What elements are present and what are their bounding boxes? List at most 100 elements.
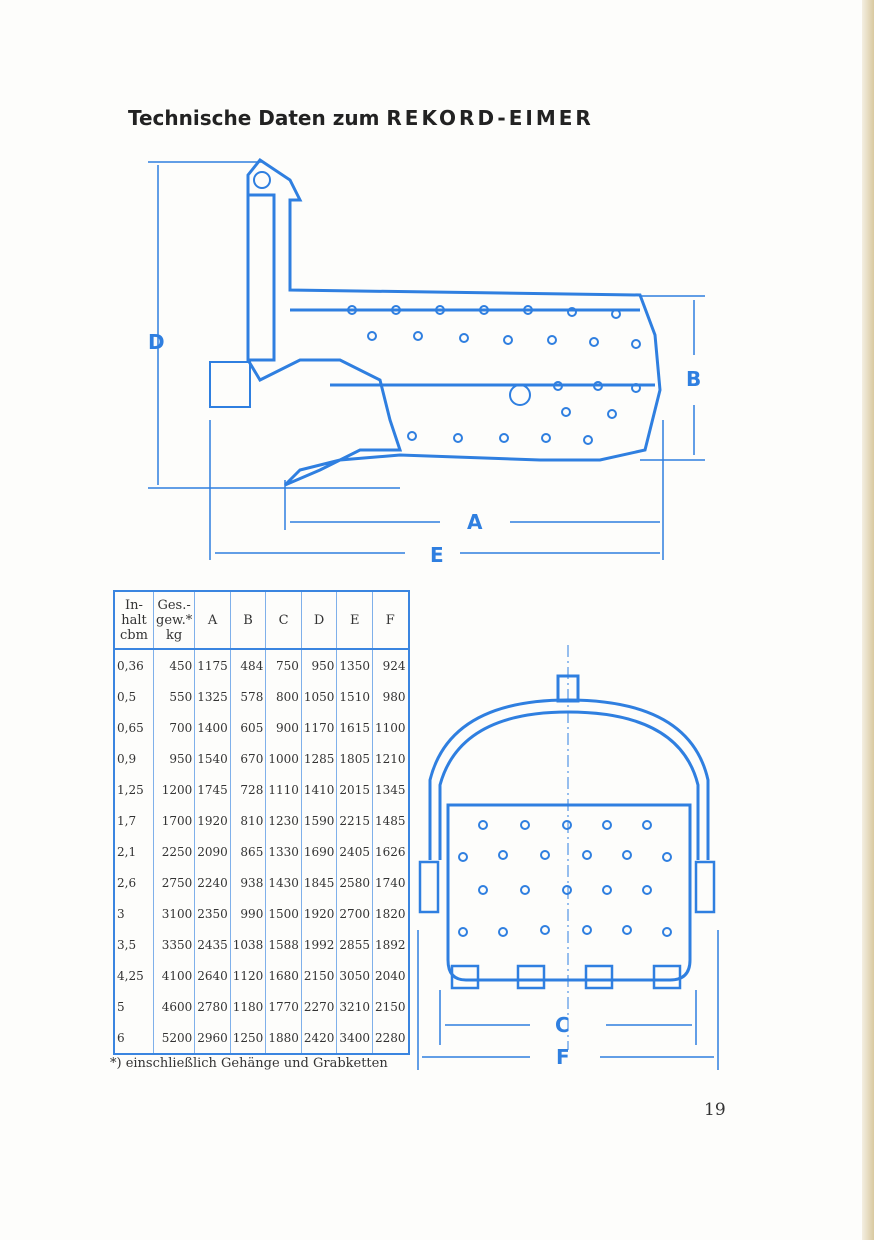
table-cell: 4,25 [113,960,154,991]
column-header: In- halt cbm [113,591,154,650]
table-cell: 1510 [336,681,373,712]
table-cell: 3,5 [113,929,154,960]
table-cell: 1325 [194,681,231,712]
table-cell: 2640 [194,960,231,991]
table-cell: 1120 [229,960,266,991]
table-cell: 1892 [371,929,409,960]
table-cell: 2780 [194,991,231,1022]
table-cell: 2150 [300,960,337,991]
table-cell: 950 [152,743,195,774]
table-cell: 938 [229,867,266,898]
table-cell: 2,6 [113,867,154,898]
table-cell: 1350 [336,649,373,681]
table-cell: 3210 [336,991,373,1022]
page-title: Technische Daten zum REKORD-EIMER [128,106,594,130]
table-cell: 2240 [194,867,231,898]
table-cell: 810 [229,805,266,836]
table-cell: 1170 [300,712,337,743]
dimension-label-e: E [430,543,444,567]
table-cell: 1920 [194,805,231,836]
side-view-drawing [148,157,705,560]
table-cell: 1250 [229,1022,266,1054]
dimension-label-c: C [555,1013,570,1037]
table-cell: 980 [371,681,409,712]
table-cell: 1230 [265,805,302,836]
table-cell: 1588 [265,929,302,960]
table-cell: 1110 [265,774,302,805]
table-cell: 1745 [194,774,231,805]
dimension-label-b: B [686,367,702,391]
table-cell: 1210 [371,743,409,774]
table-cell: 1200 [152,774,195,805]
table-cell: 1880 [265,1022,302,1054]
table-cell: 0,36 [113,649,154,681]
table-cell: 4600 [152,991,195,1022]
footnote: *) einschließlich Gehänge und Grabketten [110,1056,388,1071]
column-header: B [229,591,266,650]
table-cell: 0,5 [113,681,154,712]
column-header: E [336,591,373,650]
table-cell: 1050 [300,681,337,712]
table-cell: 1430 [265,867,302,898]
table-cell: 1175 [194,649,231,681]
table-cell: 2,1 [113,836,154,867]
table-cell: 924 [371,649,409,681]
table-cell: 2855 [336,929,373,960]
table-cell: 728 [229,774,266,805]
table-cell: 1180 [229,991,266,1022]
table-cell: 3350 [152,929,195,960]
table-cell: 484 [229,649,266,681]
table-cell: 1038 [229,929,266,960]
table-cell: 1615 [336,712,373,743]
table-cell: 750 [265,649,302,681]
table-cell: 1680 [265,960,302,991]
table-cell: 3100 [152,898,195,929]
table-cell: 950 [300,649,337,681]
table-cell: 3 [113,898,154,929]
table-cell: 1820 [371,898,409,929]
table-cell: 2250 [152,836,195,867]
table-cell: 1805 [336,743,373,774]
table-cell: 1770 [265,991,302,1022]
table-cell: 1920 [300,898,337,929]
title-product: REKORD-EIMER [386,106,594,130]
table-cell: 0,9 [113,743,154,774]
table-cell: 1626 [371,836,409,867]
column-header: D [300,591,337,650]
table-cell: 670 [229,743,266,774]
table-cell: 1345 [371,774,409,805]
title-text: Technische Daten zum [128,106,380,130]
table-cell: 1400 [194,712,231,743]
column-header: A [194,591,231,650]
table-cell: 1285 [300,743,337,774]
page-edge [862,0,874,1240]
table-cell: 1410 [300,774,337,805]
dimension-label-a: A [467,510,483,534]
table-cell: 4100 [152,960,195,991]
table-cell: 3050 [336,960,373,991]
table-cell: 1700 [152,805,195,836]
table-cell: 2750 [152,867,195,898]
page-number: 19 [704,1100,726,1120]
column-header: C [265,591,302,650]
table-cell: 1845 [300,867,337,898]
table-cell: 2435 [194,929,231,960]
table-cell: 1485 [371,805,409,836]
table-cell: 2420 [300,1022,337,1054]
table-cell: 1,7 [113,805,154,836]
table-cell: 1690 [300,836,337,867]
table-cell: 2270 [300,991,337,1022]
table-cell: 0,65 [113,712,154,743]
column-header: F [371,591,409,650]
front-view-drawing [417,645,719,1070]
table-cell: 2580 [336,867,373,898]
